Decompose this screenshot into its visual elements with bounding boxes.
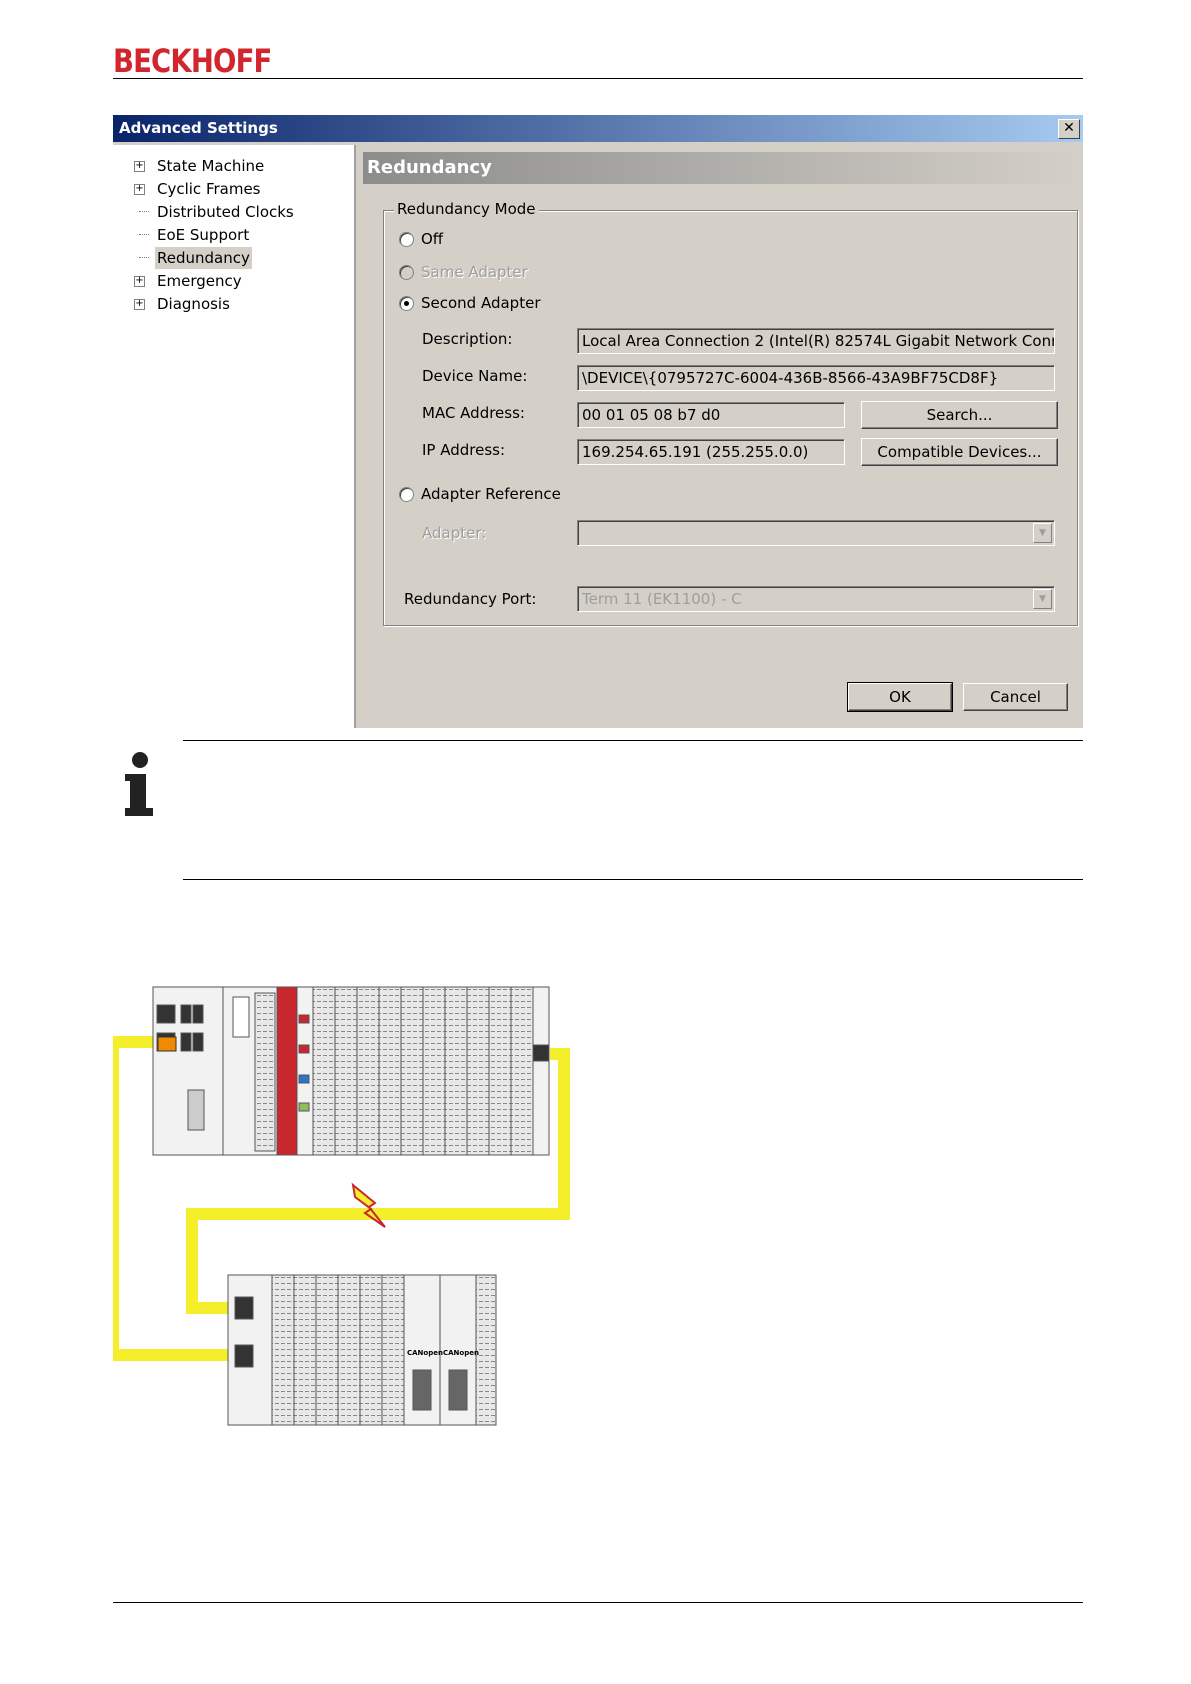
redundancy-wiring-diagram: CANopen CANopen bbox=[113, 986, 570, 1426]
radio-circle-selected-icon[interactable] bbox=[399, 296, 414, 311]
cable-break-icon bbox=[351, 1182, 386, 1228]
expand-plus-icon[interactable]: + bbox=[134, 160, 145, 172]
radio-label: Second Adapter bbox=[421, 294, 541, 312]
search-button[interactable]: Search... bbox=[861, 401, 1058, 429]
note-bottom-rule bbox=[183, 879, 1083, 880]
adapter-label: Adapter: bbox=[422, 524, 487, 542]
ok-button[interactable]: OK bbox=[847, 682, 953, 712]
tree-connector bbox=[139, 257, 149, 258]
ethercat-cables bbox=[113, 1036, 570, 1361]
bottom-terminal-strip bbox=[227, 1274, 497, 1426]
embedded-pc bbox=[152, 986, 298, 1156]
radio-label: Same Adapter bbox=[421, 263, 528, 281]
tree-item-label: EoE Support bbox=[157, 226, 250, 244]
tree-item-label: State Machine bbox=[157, 157, 265, 175]
radio-circle-icon[interactable] bbox=[399, 487, 414, 502]
expand-plus-icon[interactable]: + bbox=[134, 275, 145, 287]
advanced-settings-dialog: Advanced Settings ✕ + State Machine + Cy… bbox=[113, 115, 1083, 728]
expand-plus-icon[interactable]: + bbox=[134, 183, 145, 195]
device-name-field[interactable]: \DEVICE\{0795727C-6004-436B-8566-43A9BF7… bbox=[577, 365, 1055, 391]
dialog-titlebar: Advanced Settings ✕ bbox=[113, 115, 1083, 142]
expand-plus-icon[interactable]: + bbox=[134, 298, 145, 310]
description-label: Description: bbox=[422, 330, 513, 348]
device-name-label: Device Name: bbox=[422, 367, 528, 385]
tree-connector bbox=[139, 234, 149, 235]
tree-item-label: Diagnosis bbox=[157, 295, 230, 313]
redundancy-port-label: Redundancy Port: bbox=[404, 590, 537, 608]
dialog-title: Advanced Settings bbox=[119, 119, 278, 137]
redundancy-mode-group: Redundancy Mode Off Same Adapter Second … bbox=[383, 200, 1078, 626]
canopen-label-2: CANopen bbox=[443, 1349, 479, 1357]
group-label: Redundancy Mode bbox=[394, 200, 539, 218]
settings-tree: + State Machine + Cyclic Frames Distribu… bbox=[113, 145, 356, 728]
tree-item-label: Cyclic Frames bbox=[157, 180, 261, 198]
tree-item-label: Distributed Clocks bbox=[157, 203, 294, 221]
note-top-rule bbox=[183, 740, 1083, 741]
radio-label: Off bbox=[421, 230, 444, 248]
adapter-select: ▼ bbox=[577, 520, 1055, 546]
canopen-label-1: CANopen bbox=[407, 1349, 443, 1357]
info-icon bbox=[125, 752, 157, 820]
tree-connector bbox=[139, 211, 149, 212]
redundancy-port-select: Term 11 (EK1100) - C ▼ bbox=[577, 586, 1055, 612]
ip-address-label: IP Address: bbox=[422, 441, 506, 459]
radio-label: Adapter Reference bbox=[421, 485, 561, 503]
tree-item-label: Redundancy bbox=[155, 247, 252, 269]
description-field[interactable]: Local Area Connection 2 (Intel(R) 82574L… bbox=[577, 328, 1055, 354]
panel-title: Redundancy bbox=[367, 157, 492, 178]
radio-circle-icon[interactable] bbox=[399, 232, 414, 247]
mac-address-label: MAC Address: bbox=[422, 404, 525, 422]
panel-header: Redundancy bbox=[363, 152, 1083, 184]
chevron-down-icon: ▼ bbox=[1033, 589, 1052, 609]
radio-circle-icon bbox=[399, 265, 414, 280]
chevron-down-icon: ▼ bbox=[1033, 523, 1052, 543]
cancel-button[interactable]: Cancel bbox=[963, 683, 1068, 711]
redundancy-port-value: Term 11 (EK1100) - C bbox=[582, 590, 742, 608]
close-icon[interactable]: ✕ bbox=[1058, 119, 1080, 139]
tree-item-label: Emergency bbox=[157, 272, 242, 290]
compatible-devices-button[interactable]: Compatible Devices... bbox=[861, 438, 1058, 466]
mac-address-field[interactable]: 00 01 05 08 b7 d0 bbox=[577, 402, 845, 428]
footer-rule bbox=[113, 1602, 1083, 1603]
ip-address-field[interactable]: 169.254.65.191 (255.255.0.0) bbox=[577, 439, 845, 465]
beckhoff-logo: BECKHOFF bbox=[113, 42, 272, 80]
header-rule bbox=[113, 78, 1083, 79]
top-terminal-strip bbox=[296, 986, 550, 1156]
